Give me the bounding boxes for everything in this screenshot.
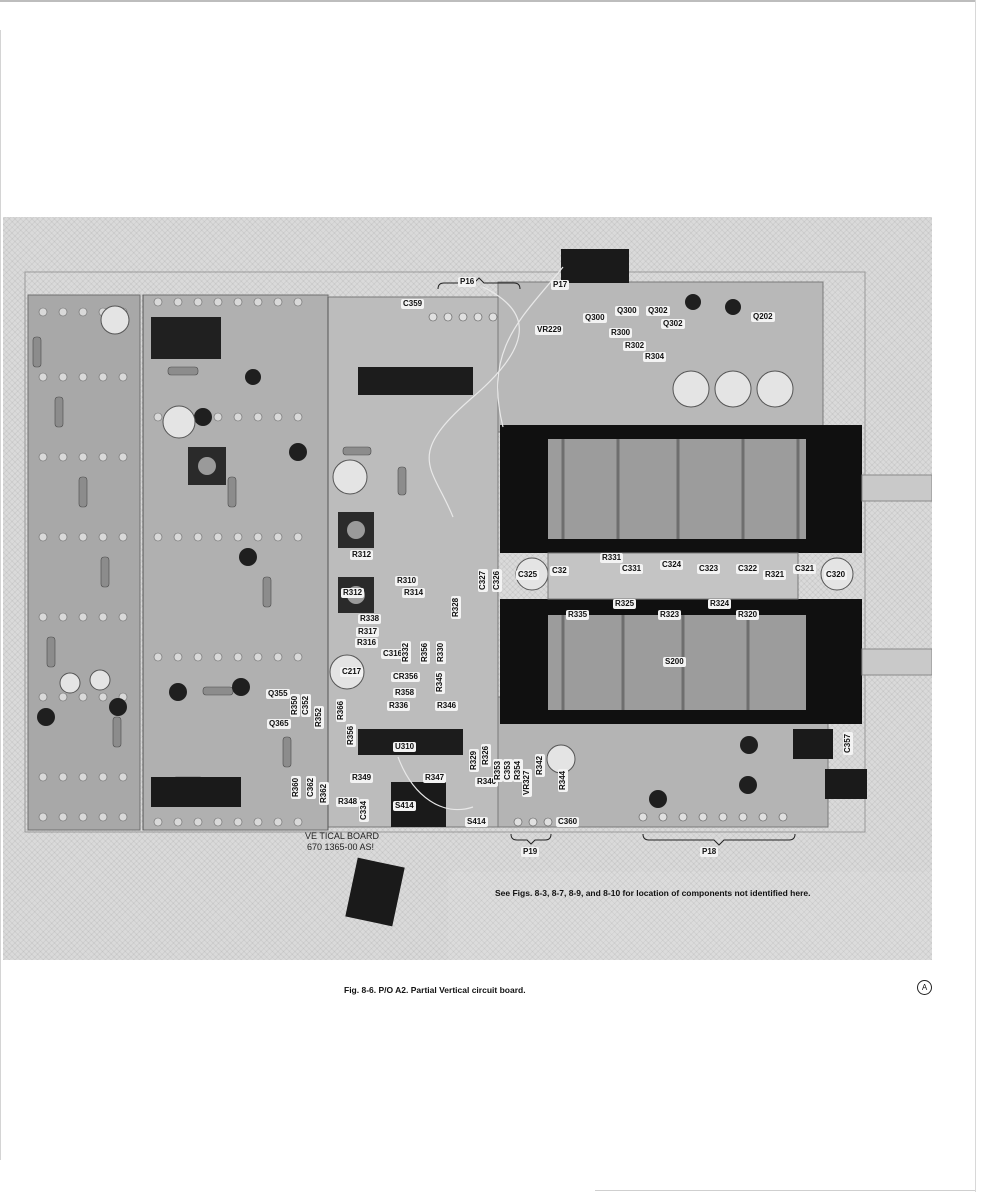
component-label-r304: R304: [643, 352, 667, 362]
component-label-r312a: R312: [350, 550, 374, 560]
component-label-q302: Q302: [646, 306, 670, 316]
component-label-c321: C321: [793, 564, 817, 574]
component-label-p18: P18: [700, 847, 719, 857]
component-label-r356v: R356: [420, 640, 430, 664]
page-bottom-rule: [595, 1190, 975, 1191]
page-left-rule: [0, 30, 1, 1160]
component-label-r323: R323: [658, 610, 682, 620]
component-label-r352: R352: [314, 705, 324, 729]
component-label-c316: C316: [381, 649, 405, 659]
component-label-r346: R346: [435, 701, 459, 711]
component-label-c32: C32: [550, 566, 569, 576]
component-label-c217: C217: [340, 667, 364, 677]
component-label-c327: C327: [478, 568, 488, 592]
component-label-r302: R302: [623, 341, 647, 351]
component-label-r329: R329: [469, 748, 479, 772]
component-label-r332: R332: [401, 640, 411, 664]
figure-note: See Figs. 8-3, 8-7, 8-9, and 8-10 for lo…: [495, 888, 811, 898]
component-label-r324: R324: [708, 599, 732, 609]
component-label-c324: C324: [660, 560, 684, 570]
component-label-q355: Q355: [266, 689, 290, 699]
component-label-r317: R317: [356, 627, 380, 637]
component-label-c362: C362: [306, 775, 316, 799]
component-label-r325: R325: [613, 599, 637, 609]
component-label-r362: R362: [319, 781, 329, 805]
component-label-q300: Q300: [615, 306, 639, 316]
component-label-r360: R360: [291, 775, 301, 799]
component-label-q302b: Q302: [661, 319, 685, 329]
component-label-r328: R328: [451, 595, 461, 619]
board-text-line-2: 670 1365-00 AS!: [307, 842, 375, 852]
component-label-p19: P19: [521, 847, 540, 857]
component-label-r347: R347: [423, 773, 447, 783]
figure-caption: Fig. 8-6. P/O A2. Partial Vertical circu…: [344, 985, 526, 995]
component-label-r335: R335: [566, 610, 590, 620]
component-label-r316: R316: [355, 638, 379, 648]
component-label-u310: U310: [393, 742, 417, 752]
component-label-r358: R358: [393, 688, 417, 698]
component-label-c353: C353: [503, 758, 513, 782]
component-label-q365: Q365: [267, 719, 291, 729]
revision-mark: A: [917, 980, 932, 995]
component-label-r310: R310: [395, 576, 419, 586]
component-label-r314: R314: [402, 588, 426, 598]
component-label-vr229: VR229: [535, 325, 564, 335]
component-label-c357: C357: [843, 731, 853, 755]
component-label-r366: R366: [336, 698, 346, 722]
component-label-r326: R326: [481, 743, 491, 767]
component-label-c352: C352: [301, 693, 311, 717]
component-label-vr327: VR327: [522, 768, 532, 797]
component-label-r345: R345: [435, 670, 445, 694]
component-label-p16: P16: [458, 277, 477, 287]
component-label-c320: C320: [824, 570, 848, 580]
component-label-r342: R342: [535, 753, 545, 777]
component-label-c323: C323: [697, 564, 721, 574]
component-label-s200: S200: [663, 657, 686, 667]
component-label-q300b: Q300: [583, 313, 607, 323]
component-label-r340: R340: [475, 777, 499, 787]
component-label-p17: P17: [551, 280, 570, 290]
component-label-c359: C359: [401, 299, 425, 309]
component-label-cr356: CR356: [391, 672, 420, 682]
component-label-c326: C326: [492, 568, 502, 592]
component-label-r356b: R356: [346, 723, 356, 747]
page-top-rule: [0, 0, 975, 2]
component-label-q202: Q202: [751, 312, 775, 322]
component-label-r330: R330: [436, 640, 446, 664]
component-label-r300: R300: [609, 328, 633, 338]
component-label-r348: R348: [336, 797, 360, 807]
component-label-r331: R331: [600, 553, 624, 563]
component-label-r320: R320: [736, 610, 760, 620]
component-label-r338: R338: [358, 614, 382, 624]
component-label-c334: C334: [359, 798, 369, 822]
component-label-r312: R312: [341, 588, 365, 598]
board-illustration: [24, 249, 932, 960]
component-label-s414: S414: [393, 801, 416, 811]
page-right-rule: [975, 0, 976, 1192]
component-label-r350: R350: [290, 693, 300, 717]
board-text-line-1: VE TICAL BOARD: [305, 831, 380, 841]
component-label-r353: R353: [493, 758, 503, 782]
component-label-r349: R349: [350, 773, 374, 783]
component-label-r344: R344: [558, 768, 568, 792]
component-label-c331: C331: [620, 564, 644, 574]
component-label-c360: C360: [556, 817, 580, 827]
component-label-c322: C322: [736, 564, 760, 574]
component-label-s414b: S414: [465, 817, 488, 827]
component-label-r336: R336: [387, 701, 411, 711]
component-label-c325: C325: [516, 570, 540, 580]
component-label-r321: R321: [763, 570, 787, 580]
